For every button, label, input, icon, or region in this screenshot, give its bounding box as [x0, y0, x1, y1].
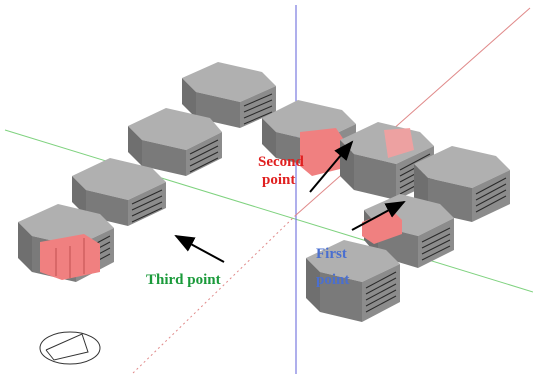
- axis-green: [4, 129, 533, 293]
- axis-red-dotted: [131, 214, 297, 374]
- building-cluster-second-point[interactable]: [262, 100, 356, 176]
- arrow-third-point: [174, 235, 225, 263]
- building-cluster[interactable]: [182, 62, 276, 128]
- building-clusters: [18, 62, 510, 322]
- arrow-first-point: [351, 201, 406, 231]
- label-first-point-line1: First: [316, 246, 347, 262]
- building-cluster-third-point[interactable]: [18, 204, 114, 282]
- labels: Second point First point Third point: [146, 154, 349, 288]
- selected-block-second[interactable]: [300, 128, 344, 176]
- building-cluster[interactable]: [72, 158, 166, 226]
- arrows: [174, 140, 406, 263]
- building-cluster[interactable]: [306, 240, 400, 322]
- building-cluster[interactable]: [414, 146, 510, 222]
- label-second-point-line1: Second: [258, 154, 305, 170]
- axis-red-solid: [295, 7, 531, 216]
- arrow-second-point: [309, 140, 354, 193]
- axes: [4, 5, 533, 374]
- view-orientation-icon[interactable]: [39, 331, 101, 365]
- label-second-point-line2: point: [262, 172, 295, 188]
- selected-block-third[interactable]: [40, 234, 100, 280]
- label-third-point: Third point: [146, 272, 221, 288]
- label-first-point-line2: point: [316, 272, 349, 288]
- building-cluster[interactable]: [128, 108, 222, 176]
